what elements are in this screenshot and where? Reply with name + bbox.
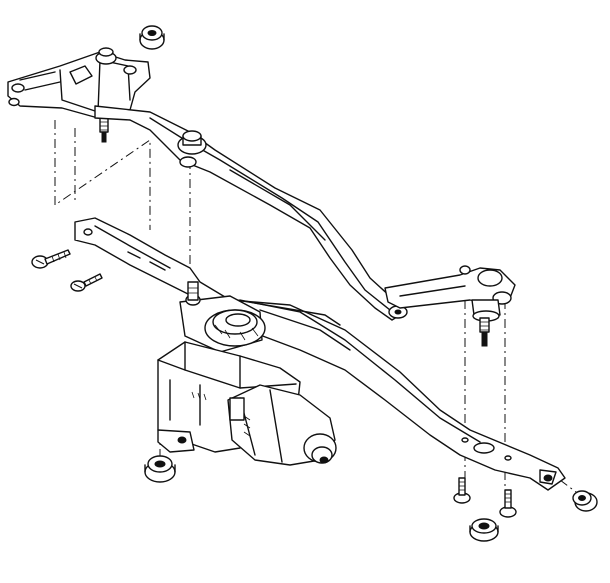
right-wiper-pivot (384, 265, 516, 347)
screw-right-2 (499, 489, 517, 518)
wiper-motor (157, 341, 337, 466)
long-linkage-rod (94, 105, 408, 321)
screw-left-lower (70, 273, 103, 292)
grommet-left (144, 455, 176, 483)
screw-right-1 (453, 477, 471, 504)
crank-arm (179, 281, 266, 353)
left-wiper-pivot (7, 47, 151, 143)
grommet-right (572, 490, 598, 512)
grommet-bottom (469, 518, 499, 542)
screw-left-upper (31, 249, 71, 269)
mounting-screws (31, 249, 517, 518)
grommet-top (139, 25, 165, 50)
